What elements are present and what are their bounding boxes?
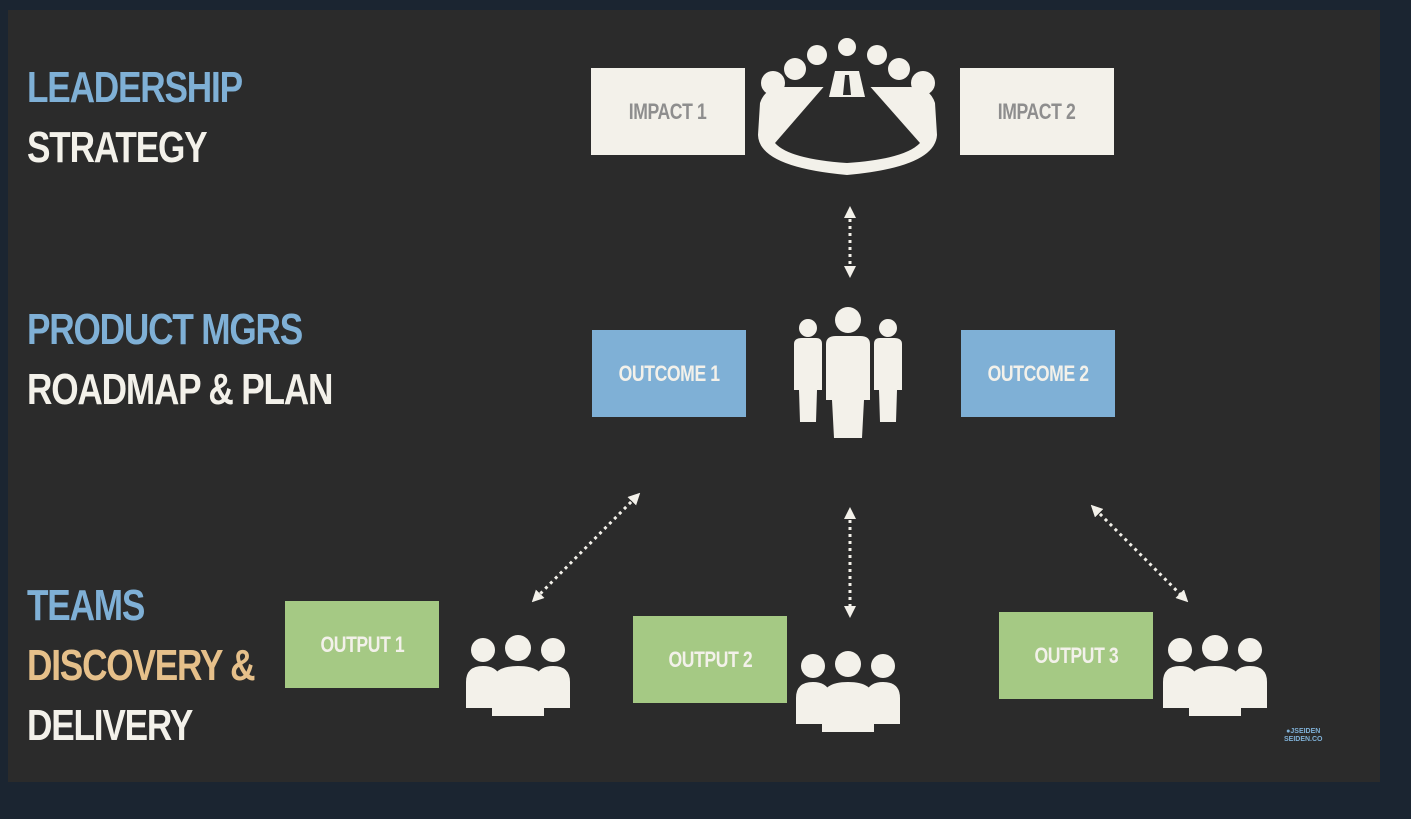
leadership-label: LEADERSHIP [27,63,243,112]
output-box-3: OUTPUT 3 [999,612,1153,699]
outcome-box-1: OUTCOME 1 [592,330,746,417]
delivery-label: DELIVERY [27,701,193,750]
people-group-icon [794,307,902,438]
impact-box-2: IMPACT 2 [960,68,1114,155]
product-mgrs-label: PRODUCT MGRS [27,305,303,354]
output-2-text: OUTPUT 2 [668,646,752,672]
watermark-site: SEIDEN.CO [1284,736,1323,743]
output-box-1: OUTPUT 1 [285,601,439,688]
team-icon-3 [1163,635,1267,716]
discovery-label: DISCOVERY & [27,641,256,690]
teams-label: TEAMS [27,581,145,630]
boardroom-table-icon [758,38,937,175]
impact-box-1: IMPACT 1 [591,68,745,155]
outcome-1-text: OUTCOME 1 [618,360,720,386]
output-1-text: OUTPUT 1 [320,631,404,657]
impact-1-text: IMPACT 1 [629,98,707,124]
output-box-2: OUTPUT 2 [633,616,787,703]
outcome-box-2: OUTCOME 2 [961,330,1115,417]
arrow-product-team-3 [1090,504,1189,603]
author-watermark: ●JSEIDEN SEIDEN.CO [1284,728,1323,744]
roadmap-plan-label: ROADMAP & PLAN [27,365,333,414]
arrow-product-team-1 [531,492,641,603]
outcome-2-text: OUTCOME 2 [987,360,1089,386]
team-icon-1 [466,635,570,716]
output-3-text: OUTPUT 3 [1034,642,1118,668]
impact-2-text: IMPACT 2 [998,98,1076,124]
strategy-label: STRATEGY [27,123,208,172]
watermark-handle: ●JSEIDEN [1286,728,1321,735]
team-icon-2 [796,651,900,732]
